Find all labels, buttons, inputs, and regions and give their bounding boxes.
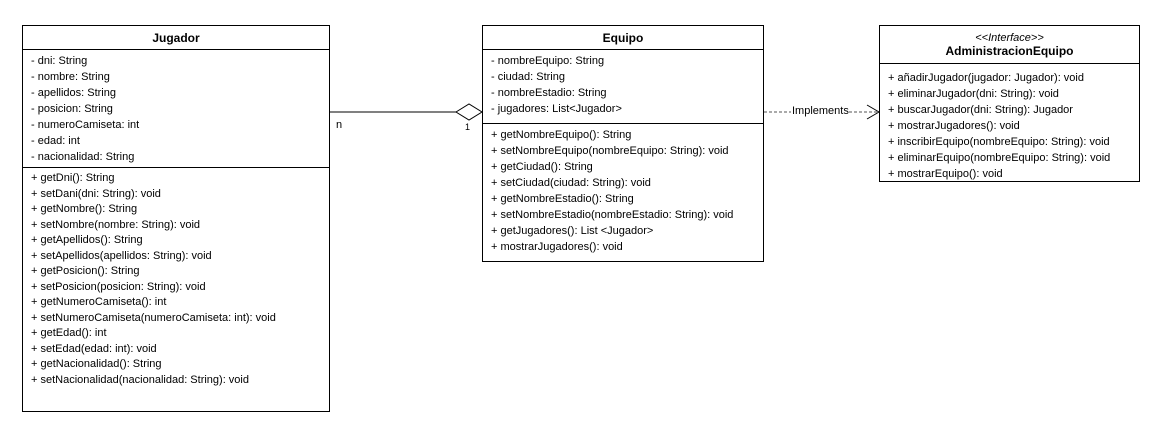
method: + setApellidos(apellidos: String): void xyxy=(31,249,212,262)
method: + setNacionalidad(nacionalidad: String):… xyxy=(31,373,249,386)
method: + setEdad(edad: int): void xyxy=(31,342,157,355)
method: + getJugadores(): List <Jugador> xyxy=(491,225,654,237)
class-equipo-attributes: - nombreEquipo: String - ciudad: String … xyxy=(483,50,763,124)
class-jugador-name: Jugador xyxy=(23,26,329,50)
class-equipo-methods: + getNombreEquipo(): String + setNombreE… xyxy=(483,124,763,259)
interface-header: <<Interface>> AdministracionEquipo xyxy=(880,26,1139,64)
aggregation-diamond xyxy=(455,103,483,121)
realization-arrowhead xyxy=(866,104,880,120)
method: + setPosicion(posicion: String): void xyxy=(31,280,206,293)
method: + getCiudad(): String xyxy=(491,161,593,173)
method: + setCiudad(ciudad: String): void xyxy=(491,177,651,189)
method: + getNumeroCamiseta(): int xyxy=(31,296,167,308)
attribute: - ciudad: String xyxy=(491,71,565,83)
attribute: - numeroCamiseta: int xyxy=(31,119,140,131)
method: + añadirJugador(jugador: Jugador): void xyxy=(888,72,1084,84)
attribute: - nacionalidad: String xyxy=(31,151,135,163)
multiplicity-n-label: n xyxy=(336,119,343,131)
attribute: - apellidos: String xyxy=(31,87,116,99)
method: + eliminarEquipo(nombreEquipo: String): … xyxy=(888,152,1111,164)
method: + getNombre(): String xyxy=(31,203,138,215)
attribute: - jugadores: List<Jugador> xyxy=(491,103,622,115)
interface-name: AdministracionEquipo xyxy=(945,43,1074,58)
attribute: - posicion: String xyxy=(31,103,113,115)
multiplicity-1-label: 1 xyxy=(465,122,471,132)
method: + inscribirEquipo(nombreEquipo: String):… xyxy=(888,136,1110,148)
method: + mostrarJugadores(): void xyxy=(888,120,1020,132)
method: + getApellidos(): String xyxy=(31,234,143,246)
class-jugador-attributes: - dni: String - nombre: String - apellid… xyxy=(23,50,329,168)
interface-administracion-equipo[interactable]: <<Interface>> AdministracionEquipo + aña… xyxy=(879,25,1140,182)
implements-label: Implements xyxy=(792,105,849,117)
class-equipo-name: Equipo xyxy=(483,26,763,50)
method: + buscarJugador(dni: String): Jugador xyxy=(888,104,1073,116)
method: + getPosicion(): String xyxy=(31,265,140,277)
method: + getNombreEquipo(): String xyxy=(491,129,632,141)
interface-methods: + añadirJugador(jugador: Jugador): void … xyxy=(880,64,1139,186)
attribute: - edad: int xyxy=(31,135,80,147)
attribute: - nombreEquipo: String xyxy=(491,55,605,67)
method: + getEdad(): int xyxy=(31,327,107,339)
class-jugador[interactable]: Jugador - dni: String - nombre: String -… xyxy=(22,25,330,412)
class-equipo[interactable]: Equipo - nombreEquipo: String - ciudad: … xyxy=(482,25,764,262)
method: + getDni(): String xyxy=(31,172,115,184)
attribute: - dni: String xyxy=(31,55,88,67)
method: + mostrarEquipo(): void xyxy=(888,168,1003,180)
method: + setNombreEquipo(nombreEquipo: String):… xyxy=(491,145,729,157)
interface-stereotype: <<Interface>> xyxy=(975,31,1044,44)
method: + setNombreEstadio(nombreEstadio: String… xyxy=(491,209,734,221)
method: + mostrarJugadores(): void xyxy=(491,241,623,253)
method: + getNacionalidad(): String xyxy=(31,358,162,370)
method: + setDani(dni: String): void xyxy=(31,187,161,200)
method: + getNombreEstadio(): String xyxy=(491,193,634,205)
method: + setNombre(nombre: String): void xyxy=(31,218,201,231)
attribute: - nombre: String xyxy=(31,71,110,83)
attribute: - nombreEstadio: String xyxy=(491,87,607,99)
method: + eliminarJugador(dni: String): void xyxy=(888,88,1059,100)
class-jugador-methods: + getDni(): String + setDani(dni: String… xyxy=(23,168,329,392)
method: + setNumeroCamiseta(numeroCamiseta: int)… xyxy=(31,311,276,324)
